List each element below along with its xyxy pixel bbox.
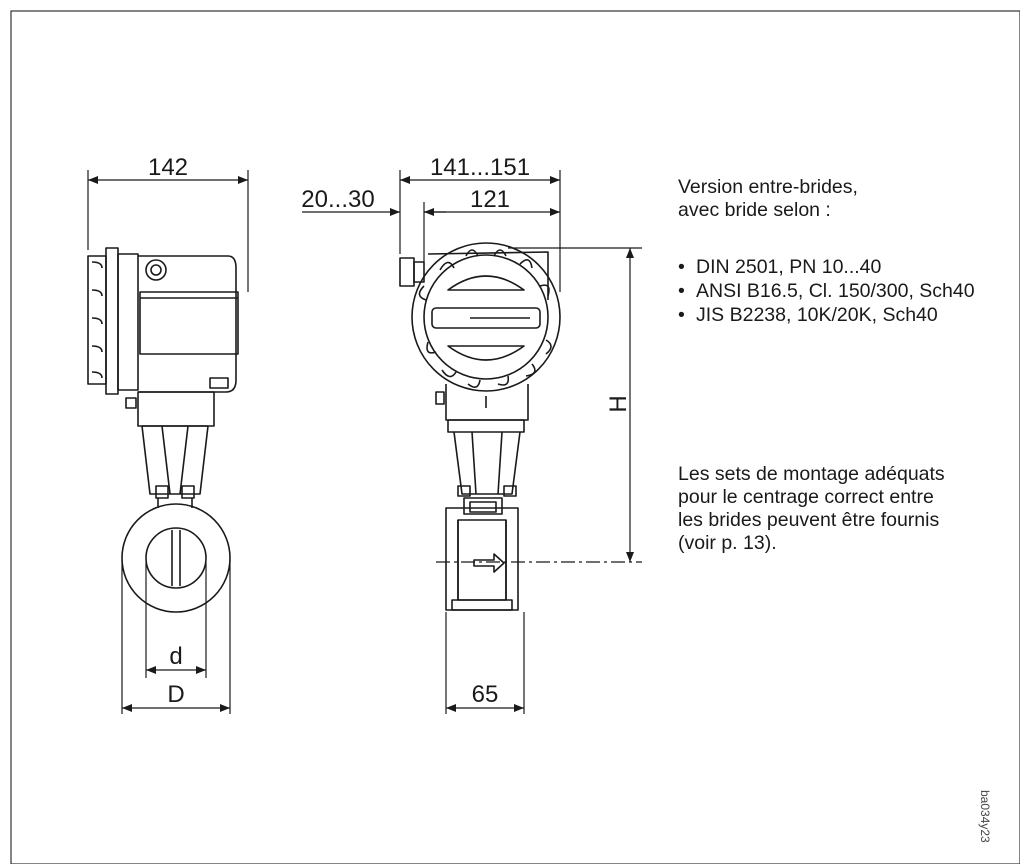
dim-65: 65 [472, 681, 499, 708]
intro-line-2: avec bride selon : [678, 199, 831, 221]
dim-h: H [605, 395, 632, 412]
standards-list: DIN 2501, PN 10...40 ANSI B16.5, Cl. 150… [678, 255, 975, 327]
dim-20-30: 20...30 [301, 186, 374, 213]
dim-141-151: 141...151 [430, 154, 530, 181]
dim-142: 142 [148, 154, 188, 181]
note-line: (voir p. 13). [678, 532, 777, 554]
intro-line-1: Version entre-brides, [678, 176, 858, 198]
dim-d: d [169, 643, 182, 670]
note-line: les brides peuvent être fournis [678, 509, 940, 531]
list-item: JIS B2238, 10K/20K, Sch40 [678, 303, 975, 327]
list-item: ANSI B16.5, Cl. 150/300, Sch40 [678, 279, 975, 303]
reference-code: ba034y23 [978, 790, 992, 843]
list-item: DIN 2501, PN 10...40 [678, 255, 975, 279]
front-view [399, 242, 561, 611]
intro-text: Version entre-brides, avec bride selon : [678, 176, 998, 222]
page-border [10, 10, 1020, 864]
mounting-note: Les sets de montage adéquats pour le cen… [678, 463, 998, 555]
dim-121: 121 [470, 186, 510, 213]
dim-D: D [167, 681, 184, 708]
note-line: Les sets de montage adéquats [678, 463, 945, 485]
note-line: pour le centrage correct entre [678, 486, 934, 508]
side-view [87, 247, 239, 613]
